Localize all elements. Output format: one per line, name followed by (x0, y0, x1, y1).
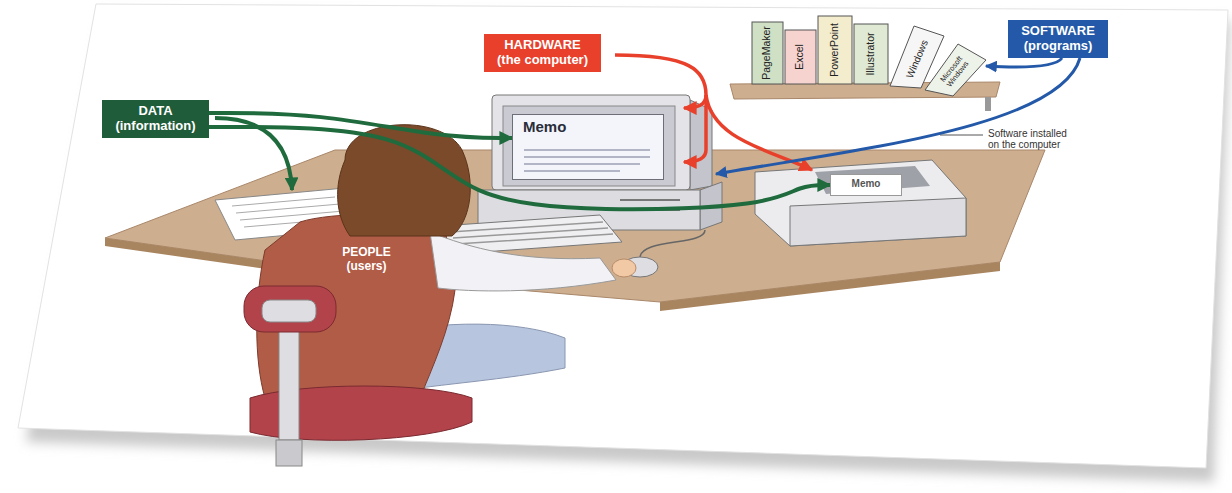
chair-back (244, 286, 336, 332)
book-title: Illustrator (865, 32, 877, 75)
data-label: DATA(information) (102, 100, 209, 138)
keyboard-keys (450, 222, 613, 244)
sleeve (430, 232, 616, 291)
mouse-cable (640, 230, 705, 258)
node-text: (users) (341, 260, 392, 274)
book (854, 24, 888, 84)
chair-back-frame (262, 300, 316, 322)
software-label: SOFTWARE(programs) (1008, 20, 1108, 58)
hair (338, 125, 471, 236)
hardware-arrow (684, 95, 706, 108)
hardware-arrow (615, 55, 706, 95)
screen-document: Memo (512, 114, 664, 180)
printer-front (790, 198, 966, 246)
data-flow-arrow (209, 127, 830, 209)
book-title: Microsoft Windows (936, 51, 974, 93)
printed-page: Memo (830, 174, 902, 196)
printer (755, 160, 966, 246)
screen-bezel (503, 106, 675, 186)
node-text: DATA (114, 104, 197, 119)
hardware-arrow (706, 95, 812, 170)
book (752, 22, 783, 84)
leader-line (940, 135, 983, 136)
book-title: PageMaker (761, 26, 773, 80)
book-title: Excel (794, 44, 806, 70)
people-label: PEOPLE(users) (333, 243, 400, 277)
node-text: Memo (835, 178, 897, 190)
book-title: PowerPoint (829, 23, 841, 77)
desk-edge (660, 262, 1000, 311)
node-text: (the computer) (496, 53, 589, 68)
node-text: HARDWARE (496, 38, 589, 53)
hardware-arrow (684, 95, 706, 162)
chair-base (276, 440, 302, 466)
screen (512, 114, 664, 180)
hand (612, 259, 636, 277)
document-lines (524, 150, 650, 171)
shelf-bracket (985, 97, 991, 111)
monitor (492, 95, 690, 190)
node-text: Memo (523, 118, 653, 135)
node-text: (programs) (1020, 39, 1096, 54)
hardware-label: HARDWARE(the computer) (484, 34, 601, 72)
note-text: Software installed on the computer (988, 128, 1074, 150)
book (925, 44, 986, 96)
software-arrow (986, 58, 1062, 67)
chair-post (279, 322, 299, 440)
book-title: Windows (904, 38, 930, 80)
node-text: SOFTWARE (1020, 24, 1096, 39)
book (818, 16, 852, 84)
book (785, 30, 816, 84)
card (18, 4, 1228, 468)
node-text: (information) (114, 119, 197, 134)
node-text: PEOPLE (341, 246, 392, 260)
monitor-side (690, 100, 712, 190)
